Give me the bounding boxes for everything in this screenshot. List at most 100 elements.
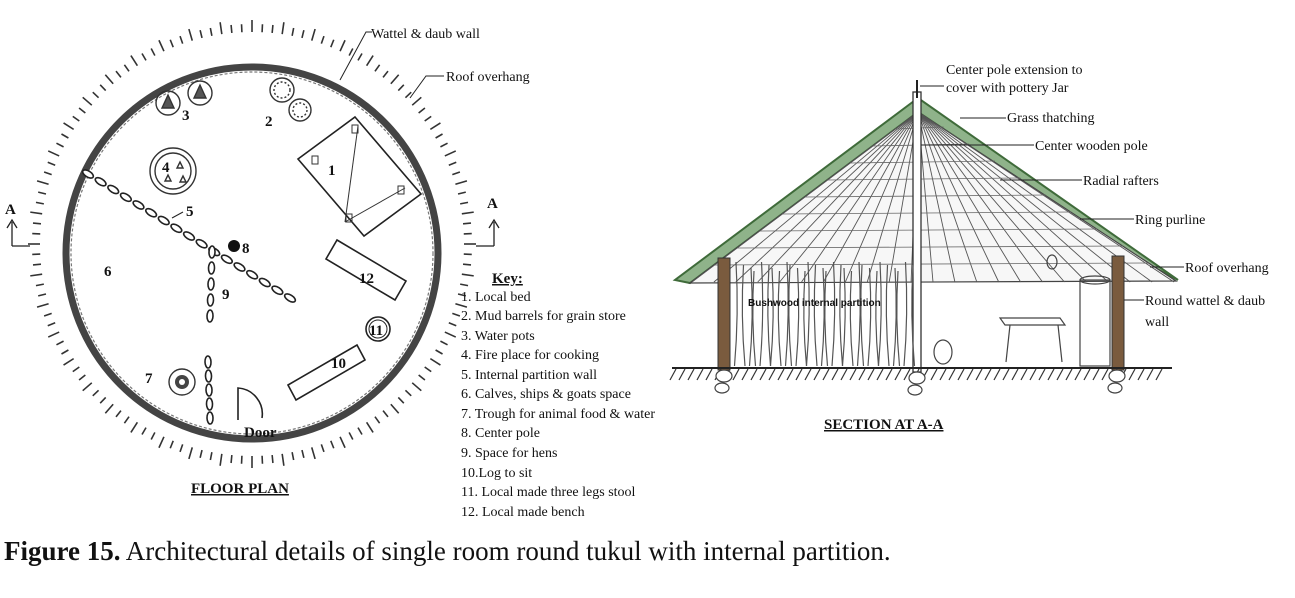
roof-tick [462, 263, 472, 266]
roof-tick [78, 107, 86, 114]
roof-tick [169, 440, 174, 449]
ring-purline [759, 228, 1098, 232]
key-item-10: 10.Log to sit [461, 466, 532, 481]
item-number-7: 7 [145, 371, 153, 387]
roof-tick [444, 150, 457, 157]
ground-hatch [705, 368, 713, 381]
log-symbol [286, 343, 367, 402]
roof-tick [99, 84, 107, 92]
partition-link [132, 200, 145, 210]
bushwood-stick [860, 264, 865, 367]
partition-link [81, 169, 95, 179]
label-center-pole-extension-1: Center pole extension to [946, 63, 1082, 78]
roof-tick [339, 39, 346, 52]
roof-tick [150, 432, 156, 440]
item-number-2: 2 [265, 114, 273, 130]
bushwood-partition [733, 261, 916, 367]
partition-link [220, 254, 234, 265]
roof-tick [82, 96, 93, 106]
roof-tick [357, 427, 363, 435]
label-center-wooden-pole: Center wooden pole [1035, 139, 1148, 154]
ground-hatch [957, 368, 965, 381]
roof-tick [461, 211, 474, 215]
ground-hatch [840, 368, 848, 381]
section-title: SECTION AT A-A [824, 417, 944, 433]
ground-hatch [696, 368, 704, 381]
round-wall [62, 63, 442, 443]
roof-tick [348, 48, 354, 56]
roof-tick [374, 416, 381, 424]
roof-tick [230, 454, 233, 464]
bushwood-stick [820, 267, 825, 367]
rafter [917, 111, 1000, 283]
ground-hatch [966, 368, 974, 381]
hens-link [206, 411, 214, 425]
ground-hatch [993, 368, 1001, 381]
label-radial-rafters: Radial rafters [1083, 174, 1159, 189]
key-item-8: 8. Center pole [461, 426, 540, 441]
bushwood-stick [875, 270, 880, 367]
roof-tick [429, 122, 441, 131]
ground-hatch [930, 368, 938, 381]
roof-tick [461, 273, 474, 277]
roof-tick [435, 133, 443, 139]
section-leaders [920, 85, 1184, 301]
hens-link [205, 397, 214, 411]
ground-hatch [1038, 368, 1046, 381]
key-item-3: 3. Water pots [461, 329, 535, 344]
roof-tick [115, 70, 122, 78]
ground-hatch [1011, 368, 1019, 381]
bushwood-stick [752, 270, 757, 367]
roof-tick [382, 70, 389, 78]
roof-tick [43, 171, 52, 176]
roof-tick [35, 201, 44, 205]
roof-tick [462, 222, 472, 225]
roof-tick [56, 142, 64, 148]
bushwood-stick [896, 270, 901, 367]
ground-hatch [867, 368, 875, 381]
key-item-9: 9. Space for hens [461, 446, 557, 461]
leader-wall [339, 31, 372, 81]
ground-hatch [732, 368, 740, 381]
bushwood-stick [748, 267, 753, 367]
label-roof-overhang: Roof overhang [446, 70, 530, 85]
roof-tick [209, 27, 213, 36]
ground-hatch [777, 368, 785, 381]
bushwood-stick [867, 267, 872, 367]
roof-tick [429, 357, 441, 366]
roof-tick [188, 28, 194, 41]
roof-tick [63, 357, 75, 366]
roof-tick [452, 312, 461, 317]
ground-hatch [1020, 368, 1028, 381]
roof-tick [32, 263, 42, 266]
roof-tick [339, 436, 346, 449]
roof-tick [38, 191, 47, 195]
roof-tick [199, 449, 203, 458]
bushwood-stick [831, 261, 836, 367]
bushwood-stick [885, 264, 890, 367]
roof-tick [61, 133, 69, 139]
key-item-12: 12. Local made bench [461, 505, 585, 520]
roof-tick [123, 64, 130, 72]
roof-tick [188, 447, 194, 460]
roof-tick [320, 444, 325, 453]
partition-link [182, 231, 196, 241]
roof-tick [43, 312, 52, 317]
wall-post-left [717, 257, 731, 371]
ground-hatch [741, 368, 749, 381]
ground-hatch [687, 368, 695, 381]
roof-tick [179, 444, 184, 453]
partition-link [157, 215, 170, 226]
ground-hatch [831, 368, 839, 381]
rafter [917, 111, 956, 283]
roof-tick [72, 366, 80, 373]
roof-tick [411, 96, 422, 106]
trough-symbol [168, 368, 196, 396]
bushwood-stick [784, 261, 789, 367]
roof-tick [281, 22, 285, 35]
stool-symbol [365, 316, 391, 342]
roof-tick [382, 410, 389, 418]
roof-tick [365, 55, 374, 67]
ground-hatch [1155, 368, 1163, 381]
bushwood-stick [839, 264, 844, 367]
